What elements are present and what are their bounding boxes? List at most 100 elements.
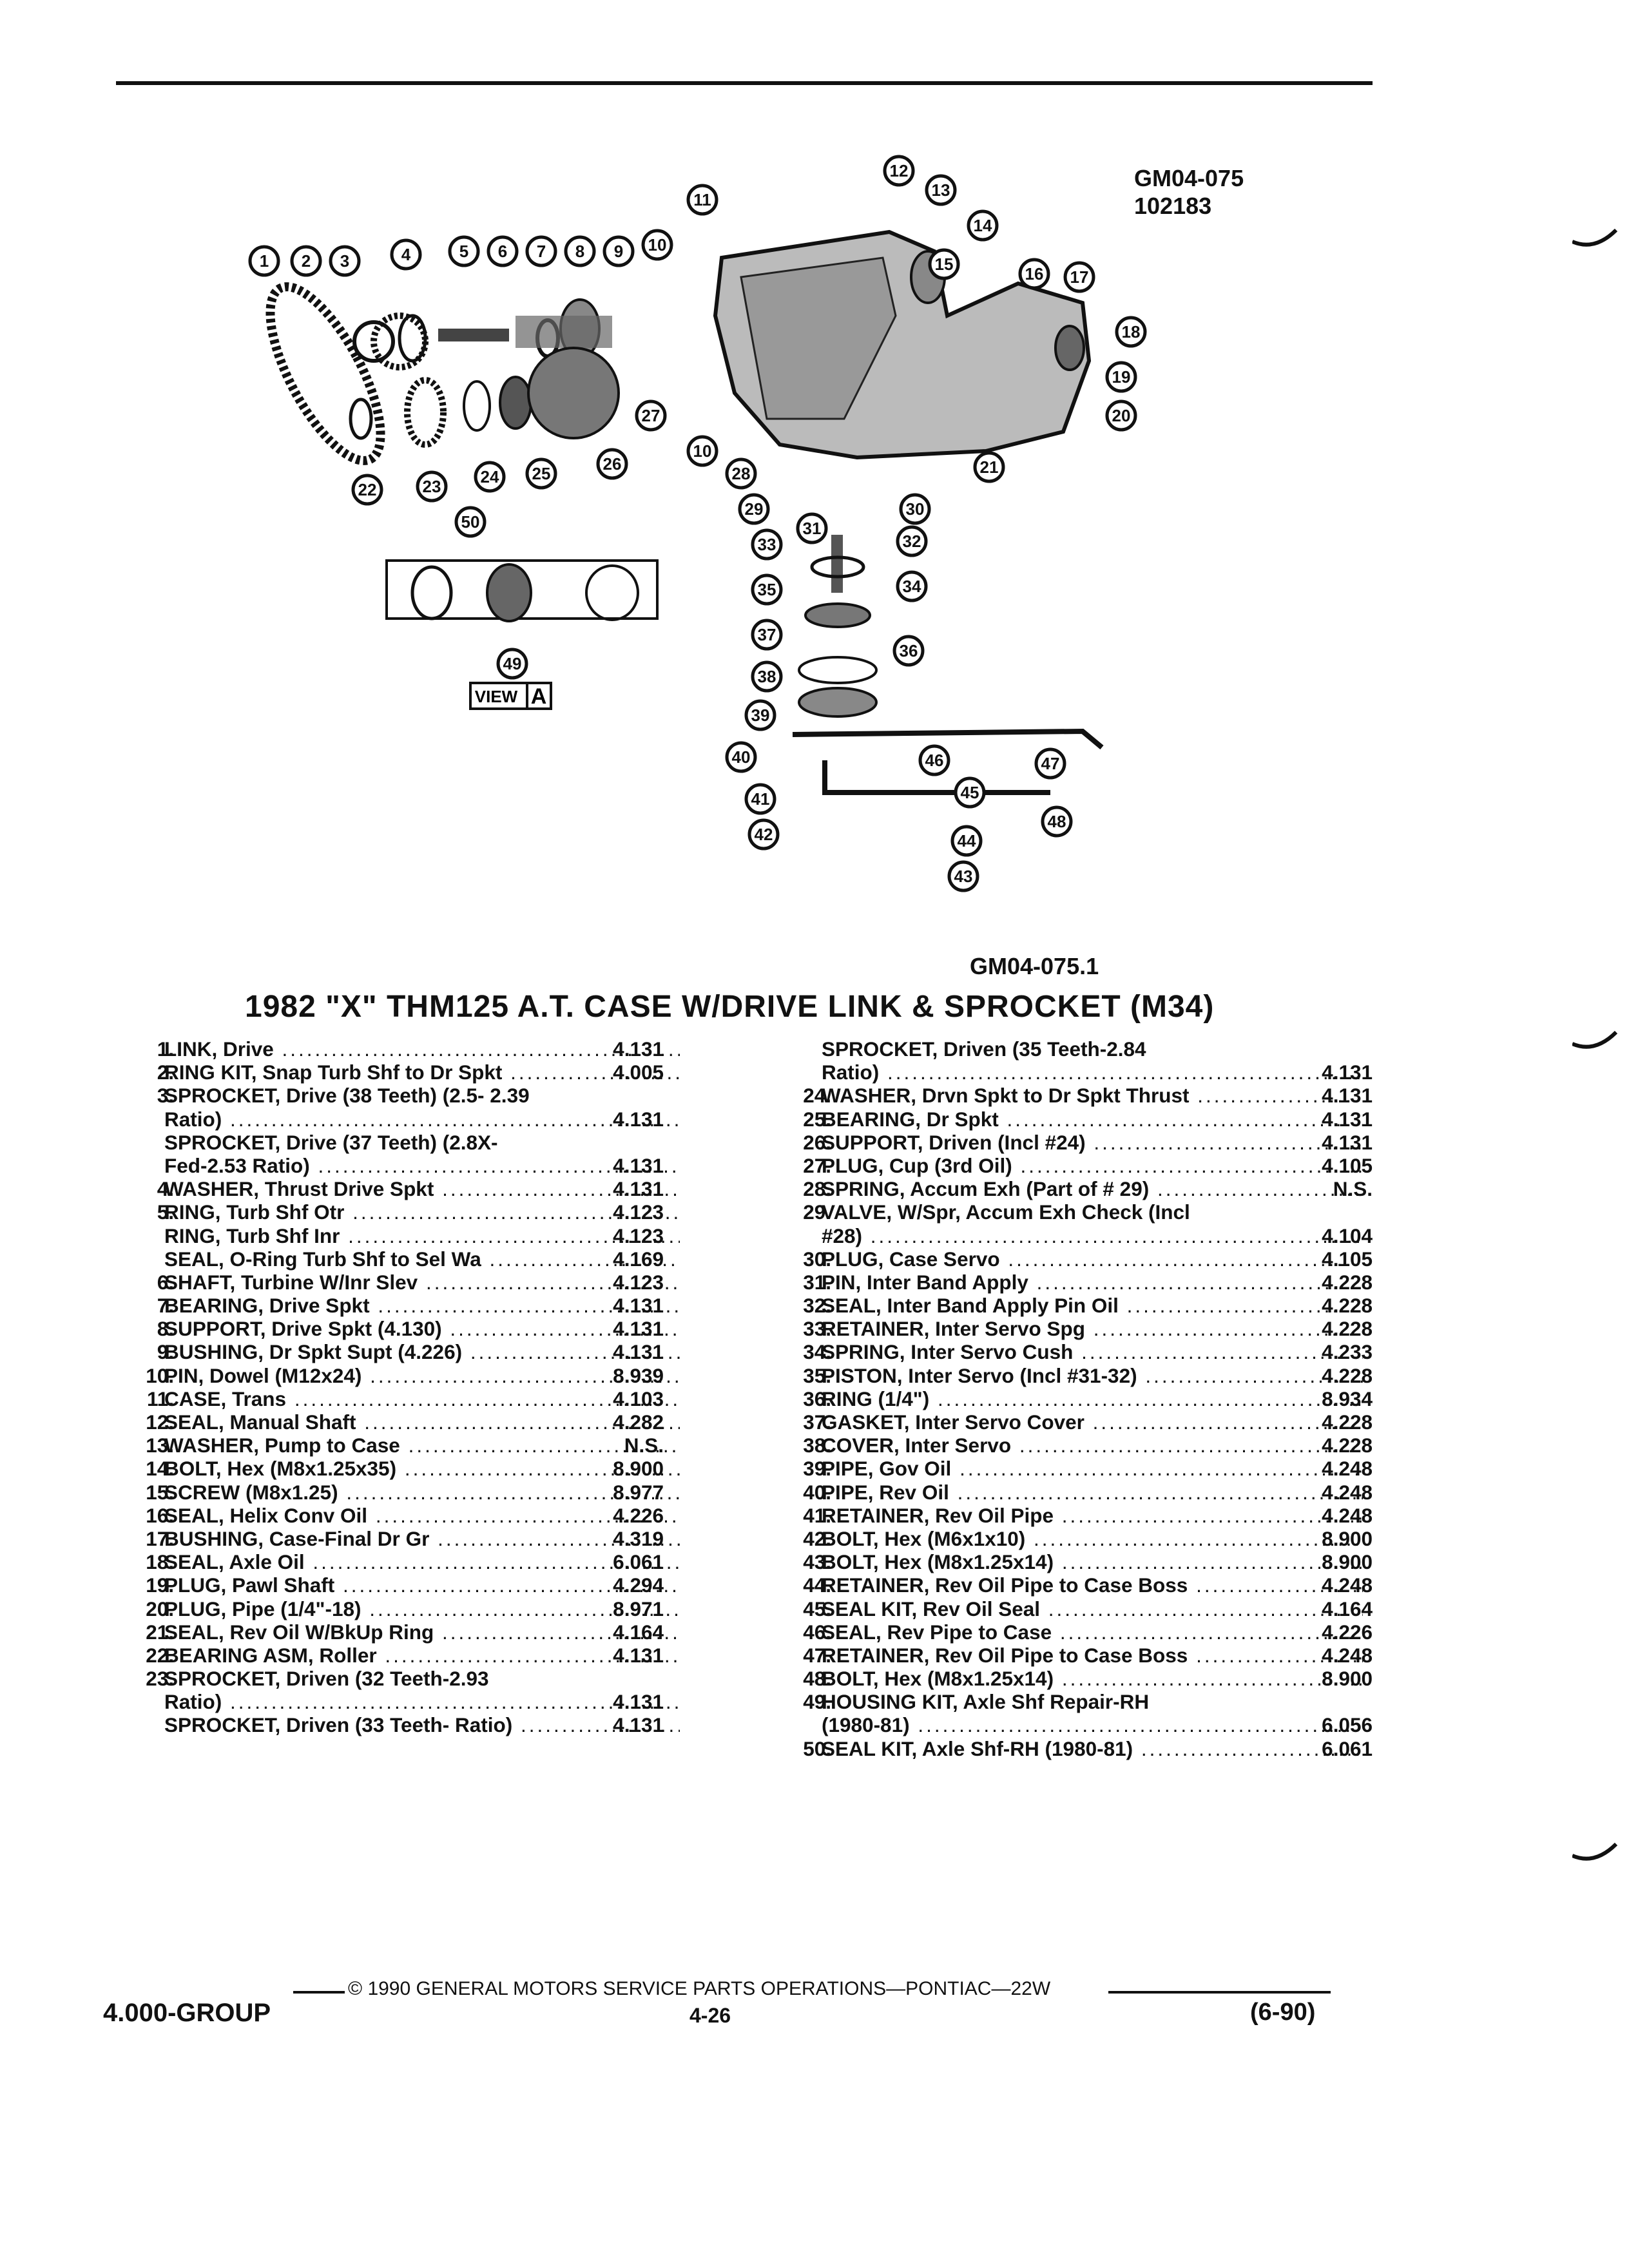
- part-description-text: CASE, Trans: [164, 1387, 287, 1410]
- callout-label: 7: [537, 242, 546, 261]
- callout-label: 37: [758, 625, 776, 644]
- callout-label: 20: [1112, 406, 1131, 425]
- part-description-text: SPRING, Accum Exh (Part of # 29): [822, 1177, 1150, 1201]
- callout-label: 1: [260, 251, 269, 271]
- part-row: 37.GASKET, Inter Servo Cover ...........…: [754, 1410, 1373, 1434]
- callout-25: 25: [525, 457, 557, 490]
- callout-label: 9: [614, 242, 623, 261]
- part-description-text: PISTON, Inter Servo (Incl #31-32): [822, 1363, 1137, 1387]
- callout-label: 47: [1041, 754, 1060, 773]
- group-number: 6.056: [1322, 1713, 1373, 1737]
- part-number: 34.: [803, 1340, 831, 1364]
- part-description: SPROCKET, Driven (33 Teeth- Ratio) .....…: [164, 1713, 680, 1737]
- group-number: 4.131: [613, 1317, 664, 1341]
- part-number: 39.: [803, 1457, 831, 1481]
- part-number: 41.: [803, 1503, 831, 1527]
- part-description-text: Ratio): [822, 1061, 880, 1084]
- callout-41: 41: [744, 783, 776, 815]
- part-row: SPROCKET, Driven (33 Teeth- Ratio) .....…: [97, 1713, 689, 1736]
- callout-label: 12: [890, 161, 909, 180]
- part-row: 14.BOLT, Hex (M8x1.25x35) ..............…: [97, 1457, 689, 1480]
- part-description: BEARING ASM, Roller ....................…: [164, 1643, 680, 1667]
- group-number: N.S.: [1333, 1177, 1373, 1201]
- callout-10: 10: [641, 229, 673, 261]
- group-number: 8.900: [1322, 1550, 1373, 1574]
- group-number: 8.934: [1322, 1387, 1373, 1410]
- part-description: WASHER, Pump to Case ...................…: [164, 1434, 680, 1457]
- callout-label: 39: [751, 706, 770, 725]
- part-description: BOLT, Hex (M8x1.25x14) .................…: [822, 1667, 1363, 1691]
- group-number: 4.164: [613, 1620, 664, 1644]
- thrust-washer: [398, 314, 427, 363]
- part-row: SPROCKET, Drive (37 Teeth) (2.8X-: [97, 1131, 689, 1154]
- group-number: 4.228: [1322, 1434, 1373, 1457]
- callout-label: 16: [1025, 264, 1044, 284]
- callout-3: 3: [329, 245, 361, 277]
- part-row: 17.BUSHING, Case-Final Dr Gr ...........…: [97, 1527, 689, 1550]
- top-rule: [116, 81, 1373, 85]
- part-description-text: PIN, Inter Band Apply: [822, 1270, 1028, 1294]
- footer-rule-left: [293, 1991, 345, 1994]
- callout-label: 42: [755, 825, 773, 844]
- part-row: 40.PIPE, Rev Oil .......................…: [754, 1481, 1373, 1504]
- part-number: 38.: [803, 1434, 831, 1457]
- callout-6: 6: [487, 235, 519, 267]
- callout-29: 29: [738, 493, 770, 525]
- callout-label: 3: [340, 251, 349, 271]
- callout-7: 7: [525, 235, 557, 267]
- group-number: 4.103: [613, 1387, 664, 1410]
- callout-31: 31: [796, 512, 828, 544]
- part-description: PIN, Inter Band Apply ..................…: [822, 1270, 1363, 1294]
- part-description-text: Ratio): [164, 1690, 222, 1714]
- group-number: 4.131: [1322, 1107, 1373, 1131]
- footer-page-number: 4-26: [689, 2004, 731, 2027]
- callout-38: 38: [751, 660, 783, 693]
- part-description: SEAL KIT, Rev Oil Seal .................…: [822, 1597, 1363, 1620]
- part-number: 45.: [803, 1597, 831, 1620]
- group-number: 4.105: [1322, 1247, 1373, 1271]
- part-number: 4.: [157, 1177, 174, 1201]
- part-description: COVER, Inter Servo .....................…: [822, 1434, 1363, 1457]
- callout-label: 40: [732, 747, 751, 767]
- part-description: CASE, Trans ............................…: [164, 1387, 680, 1410]
- part-description: RING (1/4") ............................…: [822, 1387, 1363, 1410]
- part-row: 15.SCREW (M8x1.25) .....................…: [97, 1481, 689, 1504]
- part-number: 33.: [803, 1317, 831, 1341]
- driven-washer: [463, 380, 491, 432]
- part-description-text: BUSHING, Dr Spkt Supt (4.226): [164, 1340, 463, 1364]
- part-row: 26.SUPPORT, Driven (Incl #24) ..........…: [754, 1131, 1373, 1154]
- part-number: 43.: [803, 1550, 831, 1574]
- callout-label: 6: [498, 242, 507, 261]
- callout-label: 8: [575, 242, 584, 261]
- parts-list-left: 1.LINK, Drive ..........................…: [97, 1037, 689, 1737]
- part-number: 50.: [803, 1736, 831, 1760]
- part-row: 44.RETAINER, Rev Oil Pipe to Case Boss .…: [754, 1573, 1373, 1597]
- part-description: SPROCKET, Drive (37 Teeth) (2.8X-: [164, 1131, 680, 1154]
- part-description: RETAINER, Rev Oil Pipe .................…: [822, 1503, 1363, 1527]
- servo-cover: [798, 687, 878, 718]
- part-number: 42.: [803, 1526, 831, 1550]
- group-number: 8.971: [613, 1597, 664, 1620]
- callout-48: 48: [1041, 805, 1073, 838]
- part-description-text: BOLT, Hex (M6x1x10): [822, 1526, 1026, 1550]
- view-letter-text: A: [531, 684, 547, 709]
- part-description: RING KIT, Snap Turb Shf to Dr Spkt .....…: [164, 1061, 680, 1084]
- group-number: 4.248: [1322, 1457, 1373, 1481]
- callout-43: 43: [947, 860, 979, 892]
- gov-oil-pipe: [792, 728, 1104, 750]
- callout-2: 2: [290, 245, 322, 277]
- footer-date: (6-90): [1250, 1999, 1316, 2026]
- callout-22: 22: [351, 474, 383, 506]
- part-description-text: PIPE, Gov Oil: [822, 1457, 952, 1481]
- part-description: Ratio) .................................…: [164, 1107, 680, 1131]
- callout-40: 40: [725, 741, 757, 773]
- group-number: 4.131: [613, 1294, 664, 1318]
- part-row: Ratio) .................................…: [97, 1690, 689, 1713]
- group-number: 4.131: [613, 1713, 664, 1737]
- part-row: 24.WASHER, Drvn Spkt to Dr Spkt Thrust .…: [754, 1084, 1373, 1107]
- part-description-text: SPROCKET, Drive (37 Teeth) (2.8X-: [164, 1130, 498, 1154]
- group-number: 4.169: [613, 1247, 664, 1271]
- part-number: 15.: [146, 1480, 174, 1504]
- callout-16: 16: [1018, 258, 1050, 290]
